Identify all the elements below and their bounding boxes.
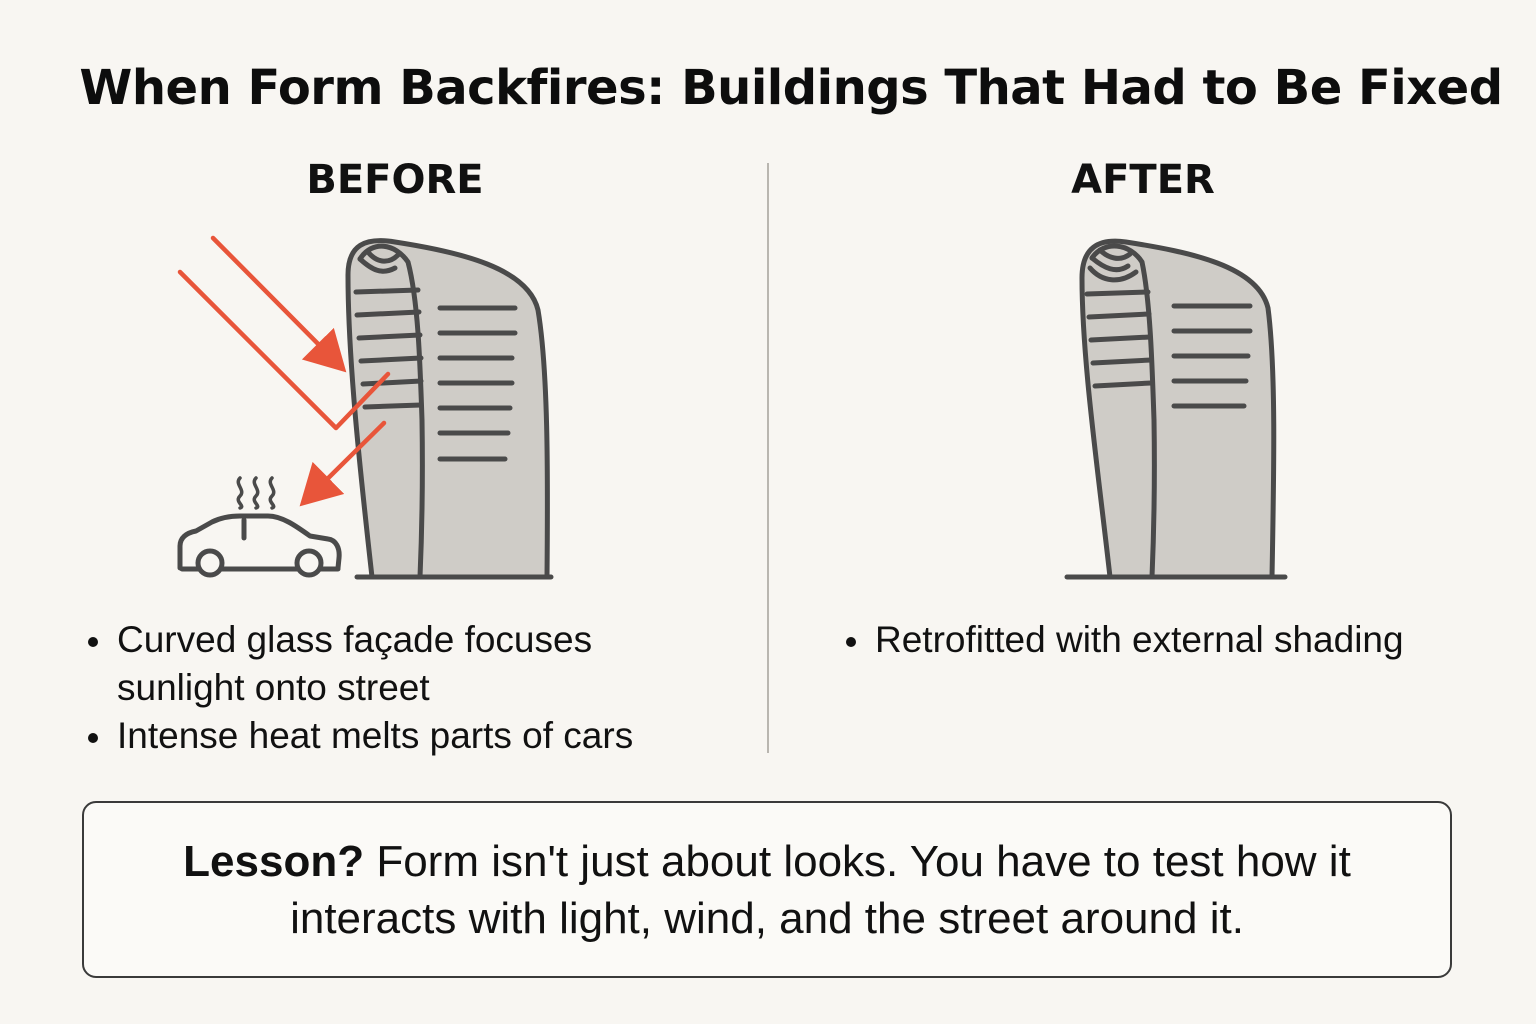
lesson-text: Lesson? Form isn't just about looks. You…: [142, 833, 1392, 947]
before-heading: BEFORE: [306, 157, 484, 203]
sun-ray-arrow-icon: [177, 235, 391, 507]
lesson-body: Form isn't just about looks. You have to…: [290, 836, 1351, 943]
lesson-lead: Lesson?: [183, 836, 365, 886]
before-building-icon: [345, 238, 554, 580]
column-divider: [767, 163, 769, 753]
car-icon: [177, 513, 342, 578]
after-bullet-list: Retrofitted with external shading: [843, 616, 1483, 664]
heat-waves-icon: [236, 476, 276, 510]
before-bullet-1: Curved glass façade focuses sunlight ont…: [85, 616, 705, 712]
after-bullet-1: Retrofitted with external shading: [843, 616, 1483, 664]
after-heading: AFTER: [1071, 157, 1215, 203]
before-bullet-2: Intense heat melts parts of cars: [85, 712, 705, 760]
page-title: When Form Backfires: Buildings That Had …: [79, 60, 1503, 116]
before-bullet-list: Curved glass façade focuses sunlight ont…: [85, 616, 705, 760]
lesson-box: Lesson? Form isn't just about looks. You…: [82, 801, 1452, 978]
after-building-icon: [1064, 238, 1288, 580]
